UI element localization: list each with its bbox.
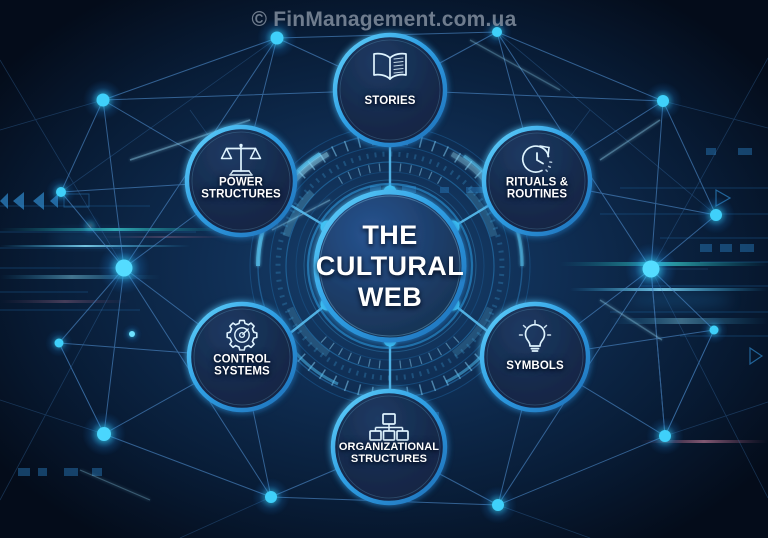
node-control[interactable] (186, 301, 298, 413)
network-node-dots (45, 17, 735, 524)
lightbulb-icon (518, 319, 552, 352)
node-organizational[interactable] (330, 388, 448, 506)
node-stories[interactable] (332, 32, 448, 148)
gear-target-icon (226, 319, 258, 351)
node-power[interactable] (184, 124, 298, 238)
node-rituals[interactable] (481, 125, 593, 237)
scales-icon (220, 143, 262, 176)
satellite-nodes (184, 32, 593, 506)
center-node[interactable] (306, 182, 474, 350)
hud-rails-left (0, 205, 196, 311)
open-book-icon (373, 52, 407, 80)
center-node-circle (313, 189, 467, 343)
org-chart-icon (369, 413, 409, 441)
node-symbols[interactable] (479, 301, 591, 413)
clock-cycle-icon (521, 145, 553, 173)
